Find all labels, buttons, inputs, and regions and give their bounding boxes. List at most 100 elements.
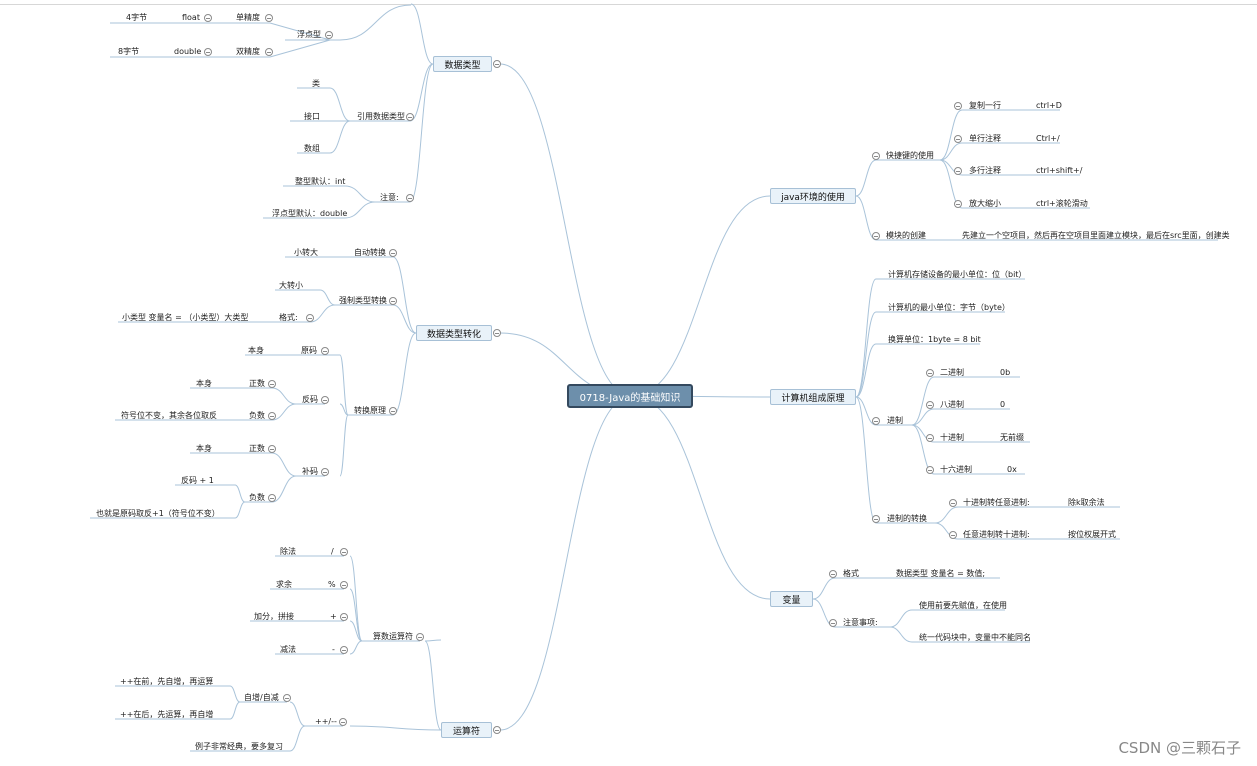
float-name[interactable]: 单精度 — [236, 13, 260, 22]
binary[interactable]: 二进制 — [940, 368, 964, 377]
collapse-icon[interactable] — [926, 434, 934, 442]
collapse-icon[interactable] — [340, 646, 348, 654]
collapse-icon[interactable] — [339, 718, 347, 726]
collapse-icon[interactable] — [926, 401, 934, 409]
var-notes[interactable]: 注意事项: — [843, 618, 878, 627]
collapse-icon[interactable] — [389, 249, 397, 257]
topic-computer[interactable]: 计算机组成原理 — [770, 389, 856, 405]
collapse-icon[interactable] — [406, 194, 414, 202]
floating-type[interactable]: 浮点型 — [297, 30, 321, 39]
var-format[interactable]: 格式 — [843, 569, 859, 578]
octal[interactable]: 八进制 — [940, 400, 964, 409]
ones-neg[interactable]: 负数 — [249, 411, 265, 420]
dec-to-any[interactable]: 十进制转任意进制: — [963, 498, 1030, 507]
collapse-icon[interactable] — [872, 417, 880, 425]
collapse-icon[interactable] — [321, 468, 329, 476]
auto-conversion[interactable]: 自动转换 — [354, 248, 386, 257]
topic-java-env[interactable]: java环境的使用 — [770, 188, 856, 204]
root-node[interactable]: 0718-Java的基础知识 — [567, 384, 693, 408]
collapse-icon[interactable] — [265, 14, 273, 22]
topic-data-types[interactable]: 数据类型 — [433, 56, 492, 72]
hexadecimal[interactable]: 十六进制 — [940, 465, 972, 474]
connector-line — [309, 304, 336, 323]
collapse-icon[interactable] — [872, 232, 880, 240]
collapse-icon[interactable] — [340, 613, 348, 621]
collapse-icon[interactable] — [265, 48, 273, 56]
shortcuts[interactable]: 快捷键的使用 — [886, 151, 934, 160]
zoom[interactable]: 放大缩小 — [969, 199, 1001, 208]
collapse-icon[interactable] — [321, 347, 329, 355]
collapse-icon[interactable] — [283, 694, 291, 702]
collapse-icon[interactable] — [954, 102, 962, 110]
collapse-icon[interactable] — [321, 396, 329, 404]
collapse-icon[interactable] — [954, 167, 962, 175]
twos-neg-desc1: 反码 + 1 — [181, 476, 214, 485]
original-code[interactable]: 原码 — [301, 346, 317, 355]
topic-variables[interactable]: 变量 — [770, 591, 813, 607]
single-comment[interactable]: 单行注释 — [969, 134, 1001, 143]
collapse-icon[interactable] — [829, 570, 837, 578]
forced-conversion[interactable]: 强制类型转换 — [339, 296, 387, 305]
ref-types[interactable]: 引用数据类型 — [357, 112, 405, 121]
self-op[interactable]: 自增/自减 — [244, 693, 279, 702]
decimal[interactable]: 十进制 — [940, 433, 964, 442]
collapse-icon[interactable] — [493, 60, 501, 68]
any-to-dec[interactable]: 任意进制转十进制: — [963, 530, 1030, 539]
twos-neg[interactable]: 负数 — [249, 493, 265, 502]
collapse-icon[interactable] — [829, 619, 837, 627]
conversion-principle[interactable]: 转换原理 — [354, 406, 386, 415]
add-symbol[interactable]: + — [330, 612, 337, 621]
copy-line[interactable]: 复制一行 — [969, 101, 1001, 110]
ref-class: 类 — [312, 79, 320, 88]
div-symbol[interactable]: / — [331, 547, 334, 556]
collapse-icon[interactable] — [949, 499, 957, 507]
connector-line — [344, 185, 376, 203]
format-label[interactable]: 格式: — [279, 313, 298, 322]
collapse-icon[interactable] — [872, 152, 880, 160]
double-name[interactable]: 双精度 — [236, 47, 260, 56]
collapse-icon[interactable] — [406, 113, 414, 121]
twos-complement[interactable]: 补码 — [302, 467, 318, 476]
collapse-icon[interactable] — [268, 445, 276, 453]
collapse-icon[interactable] — [268, 412, 276, 420]
radix-conversion[interactable]: 进制的转换 — [887, 514, 927, 523]
inc-dec[interactable]: ++/-- — [315, 717, 337, 726]
collapse-icon[interactable] — [204, 48, 212, 56]
sub-symbol[interactable]: - — [332, 645, 335, 654]
original-desc: 本身 — [248, 346, 264, 355]
connector-line — [271, 452, 297, 477]
collapse-icon[interactable] — [416, 633, 424, 641]
twos-pos[interactable]: 正数 — [249, 444, 265, 453]
collapse-icon[interactable] — [306, 314, 314, 322]
collapse-icon[interactable] — [872, 515, 880, 523]
collapse-icon[interactable] — [340, 581, 348, 589]
topic-type-conversion[interactable]: 数据类型转化 — [416, 325, 492, 341]
collapse-icon[interactable] — [954, 135, 962, 143]
arith-operators[interactable]: 算数运算符 — [373, 632, 413, 641]
collapse-icon[interactable] — [954, 200, 962, 208]
min-unit: 计算机的最小单位：字节（byte） — [888, 303, 1010, 312]
ones-pos[interactable]: 正数 — [249, 379, 265, 388]
ones-complement[interactable]: 反码 — [302, 395, 318, 404]
connector-line — [349, 725, 442, 731]
collapse-icon[interactable] — [268, 380, 276, 388]
module-create[interactable]: 模块的创建 — [886, 231, 926, 240]
collapse-icon[interactable] — [949, 531, 957, 539]
collapse-icon[interactable] — [389, 297, 397, 305]
collapse-icon[interactable] — [493, 726, 501, 734]
collapse-icon[interactable] — [926, 466, 934, 474]
note-double: 浮点型默认：double — [272, 209, 348, 218]
collapse-icon[interactable] — [340, 548, 348, 556]
topic-operators[interactable]: 运算符 — [441, 722, 492, 738]
data-types-note[interactable]: 注意: — [380, 193, 399, 202]
collapse-icon[interactable] — [493, 329, 501, 337]
multi-comment[interactable]: 多行注释 — [969, 166, 1001, 175]
collapse-icon[interactable] — [268, 494, 276, 502]
collapse-icon[interactable] — [204, 14, 212, 22]
collapse-icon[interactable] — [325, 31, 333, 39]
collapse-icon[interactable] — [926, 369, 934, 377]
radix[interactable]: 进制 — [887, 416, 903, 425]
mod-symbol[interactable]: % — [328, 580, 336, 589]
collapse-icon[interactable] — [389, 407, 397, 415]
